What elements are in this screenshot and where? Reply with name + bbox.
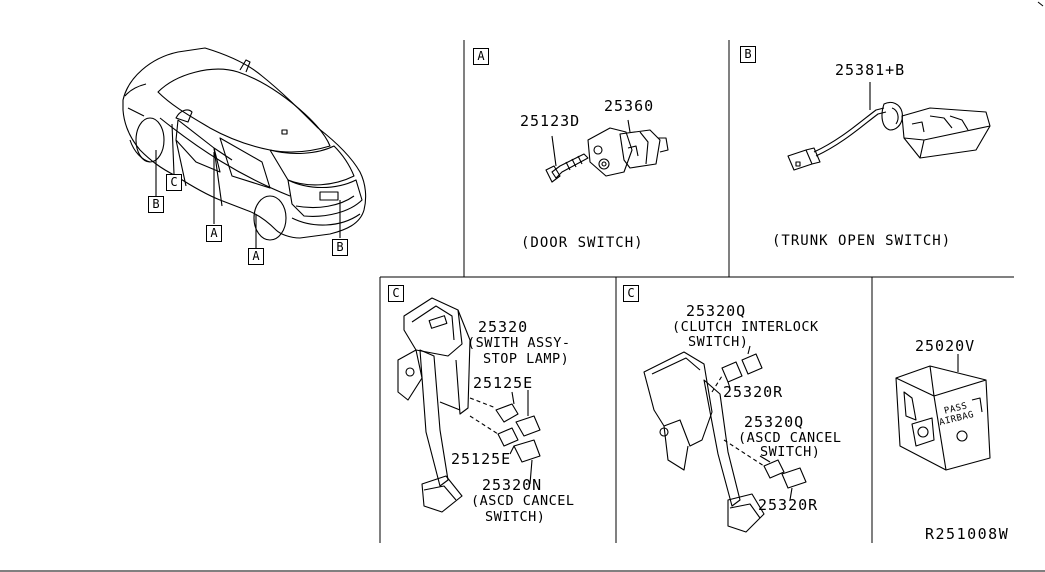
part-25123d: 25123D (520, 112, 581, 130)
panel-b-letter: B (740, 46, 756, 63)
part-25125e-lower: 25125E (451, 450, 512, 468)
panel-a-letter: A (473, 48, 489, 65)
part-25320r-lower: 25320R (758, 496, 819, 514)
car-callout-a-door: A (206, 225, 222, 242)
part-25360: 25360 (604, 97, 655, 115)
part-25320q-ascd-desc-1: (ASCD CANCEL (738, 430, 842, 446)
part-25320q-interlock: 25320Q (686, 302, 747, 320)
clutch-pedal-drawing (643, 345, 807, 533)
part-25320q-ascd-desc-2: SWITCH) (760, 444, 821, 460)
door-switch-drawing (545, 119, 669, 183)
part-25320q-interlock-desc-2: SWITCH) (688, 334, 749, 350)
trunk-switch-drawing (787, 82, 991, 171)
car-callout-a-rear: A (248, 248, 264, 265)
part-25320n: 25320N (482, 476, 543, 494)
part-25320q-interlock-desc-1: (CLUTCH INTERLOCK (672, 319, 819, 335)
brake-pedal-drawing (397, 297, 541, 513)
car-callout-b-front: B (148, 196, 164, 213)
part-25320-desc-1: (SWITH ASSY- (467, 335, 571, 351)
car-callout-c: C (166, 174, 182, 191)
part-25125e-upper: 25125E (473, 374, 534, 392)
car-callout-b-rear: B (332, 239, 348, 256)
part-25320-desc-2: STOP LAMP) (483, 351, 570, 367)
part-25320n-desc-2: SWITCH) (485, 509, 546, 525)
part-25320r-upper: 25320R (723, 383, 784, 401)
part-25381-b: 25381+B (835, 61, 906, 79)
door-switch-caption: (DOOR SWITCH) (521, 235, 644, 251)
trunk-switch-caption: (TRUNK OPEN SWITCH) (772, 233, 952, 249)
airbag-indicator-drawing (895, 354, 991, 471)
diagram-id: R251008W (925, 525, 1010, 543)
car-drawing (122, 47, 367, 248)
part-25020v: 25020V (915, 337, 976, 355)
panel-c1-letter: C (388, 285, 404, 302)
part-25320q-ascd: 25320Q (744, 413, 805, 431)
part-25320: 25320 (478, 318, 529, 336)
panel-c2-letter: C (623, 285, 639, 302)
part-25320n-desc-1: (ASCD CANCEL (471, 493, 575, 509)
